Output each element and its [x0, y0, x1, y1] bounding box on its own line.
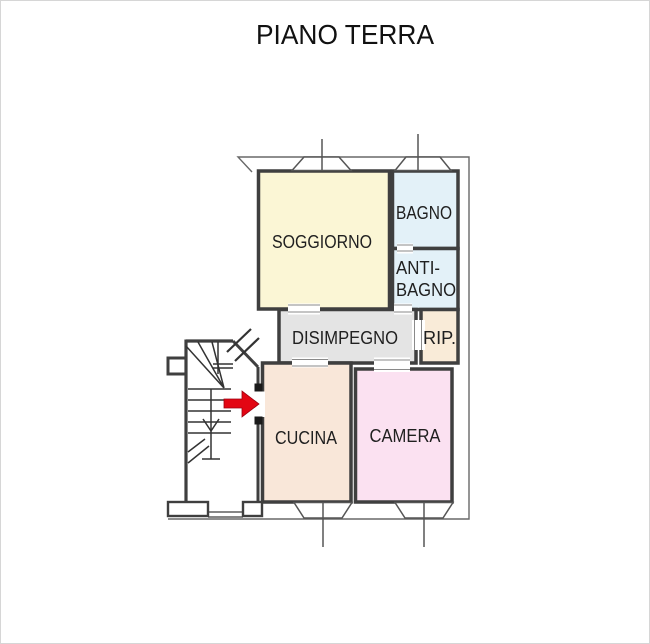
door-antibagno-opening [394, 303, 412, 315]
room-camera [353, 367, 454, 504]
window-bagno-icon [393, 134, 453, 172]
label-rip: RIP. [423, 328, 456, 348]
label-antibagno-line2: BAGNO [396, 280, 456, 300]
window-soggiorno-icon [290, 139, 353, 172]
room-bagno [390, 169, 460, 251]
stair-direction-arrow [202, 418, 220, 433]
building-outline [168, 156, 470, 520]
window-cucina-icon [292, 501, 354, 547]
room-cucina [260, 361, 353, 504]
door-thresholds [288, 244, 422, 370]
landing-door-icon [226, 328, 260, 362]
label-disimpegno: DISIMPEGNO [292, 328, 398, 348]
stairs [185, 341, 233, 464]
label-antibagno-line1: ANTI- [396, 258, 440, 278]
label-camera: CAMERA [370, 426, 441, 446]
stairwell-walls [166, 339, 264, 518]
door-cucina-opening [292, 357, 328, 368]
label-bagno: BAGNO [396, 203, 452, 223]
door-entrance-opening [255, 391, 265, 417]
page-title: PIANO TERRA [256, 19, 435, 50]
label-soggiorno: SOGGIORNO [272, 232, 372, 252]
door-bagno-opening [397, 243, 413, 254]
entrance-arrow-icon [223, 390, 260, 418]
rooms [256, 169, 460, 504]
windows [290, 134, 455, 547]
door-soggiorno-opening [288, 303, 320, 315]
label-cucina: CUCINA [275, 428, 337, 448]
door-camera-opening [374, 357, 410, 372]
window-camera-icon [393, 501, 455, 547]
entrance-door-jambs [254, 383, 263, 425]
